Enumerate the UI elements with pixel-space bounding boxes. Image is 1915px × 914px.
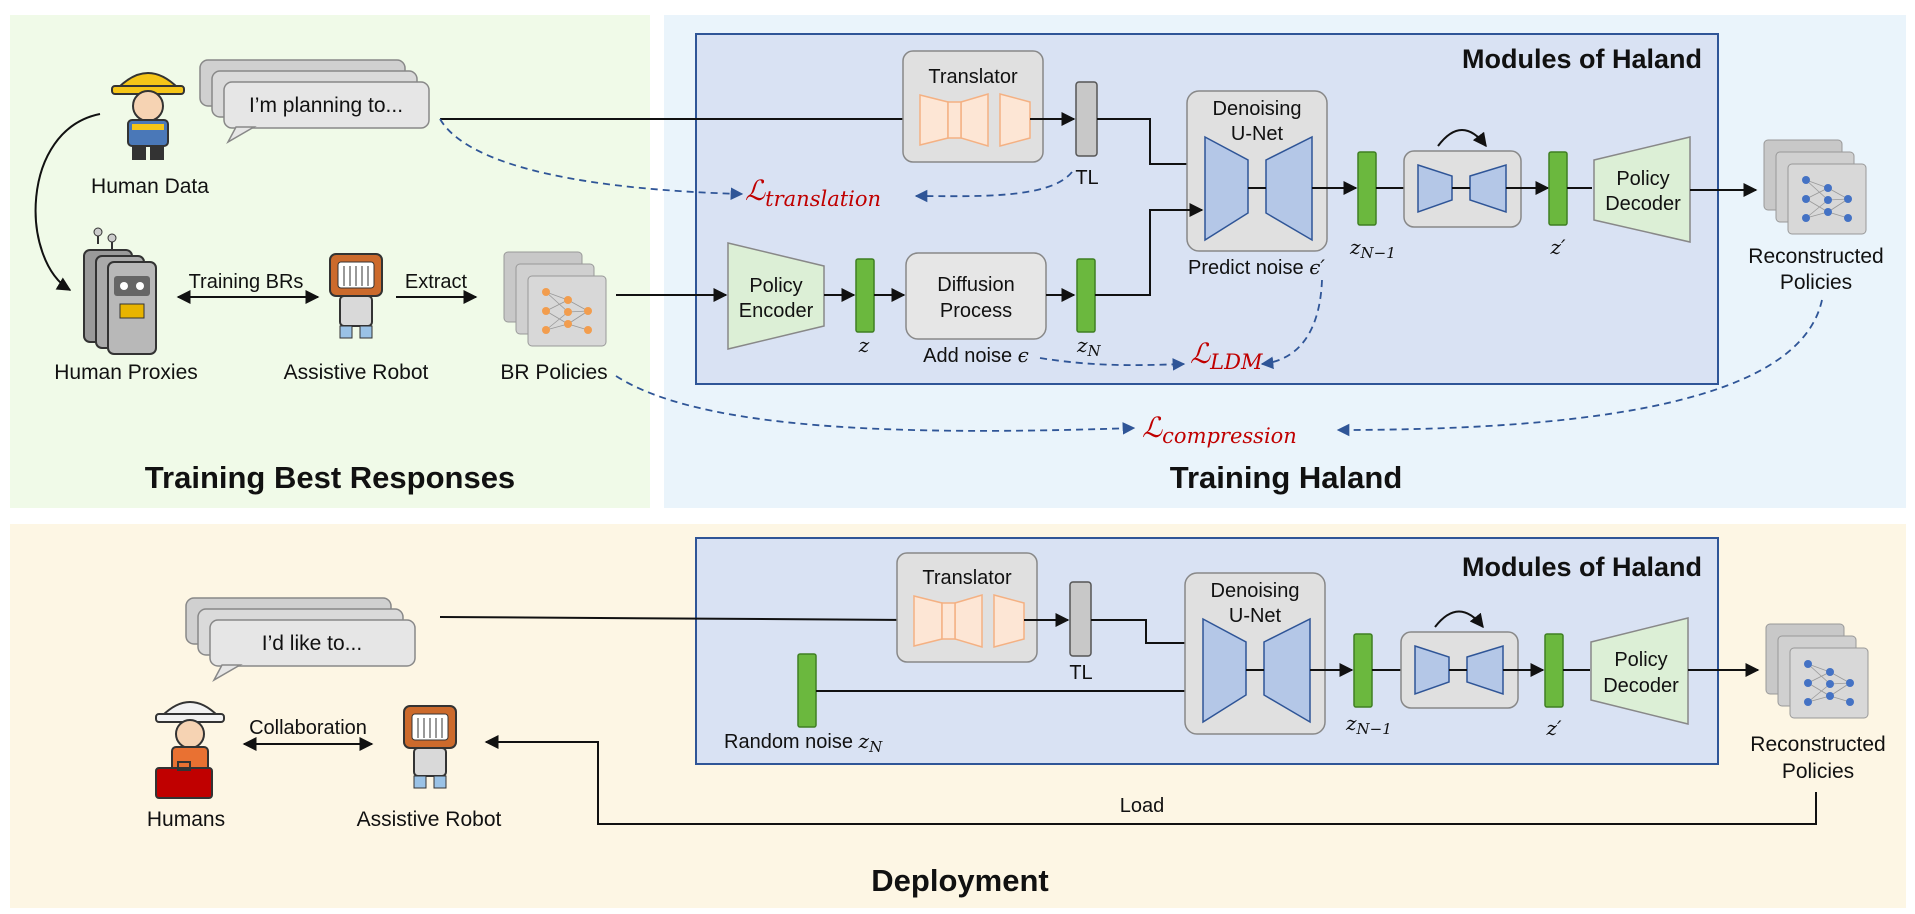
latent-random-noise [797, 653, 817, 728]
random-noise-label: Random noise zN [724, 729, 883, 756]
diffusion-label-2: Process [940, 300, 1012, 322]
reconstructed-policies-icon-top [1763, 139, 1867, 235]
zn1-label-bottom: zN−1 [1345, 711, 1392, 738]
tl-label-top: TL [1075, 167, 1098, 189]
reconstructed-label-bottom-1: Reconstructed [1750, 733, 1885, 756]
translator-label-top: Translator [928, 66, 1018, 88]
diffusion-process-box [905, 252, 1047, 340]
reconstructed-label-top-2: Policies [1780, 271, 1852, 294]
dash-predict-to-ldm [1260, 279, 1323, 370]
zprime-label-bottom: z′ [1545, 716, 1562, 740]
tl-bar-bottom [1069, 581, 1092, 657]
policy-encoder [727, 242, 825, 350]
assistive-robot-label: Assistive Robot [284, 361, 429, 384]
translator-shape-bottom [913, 593, 1025, 649]
modules-title-top: Modules of Haland [1462, 44, 1702, 74]
reconstructed-label-top-1: Reconstructed [1748, 245, 1883, 268]
unet-label-bottom-2: U-Net [1229, 605, 1282, 627]
humans-label: Humans [147, 808, 225, 831]
loss-compression: ℒcompression [1142, 411, 1297, 448]
assistive-robot-label-bottom: Assistive Robot [357, 808, 502, 831]
unet-shape-bottom [1202, 617, 1311, 724]
speech-bubble-bottom [185, 597, 416, 682]
policy-encoder-label-1: Policy [749, 275, 802, 297]
br-policies-icon [503, 251, 607, 347]
dash-tl-to-translation [914, 171, 1073, 203]
human-proxies-label: Human Proxies [54, 361, 198, 384]
assistive-robot-icon-bottom [403, 705, 457, 789]
modules-title-bottom: Modules of Haland [1462, 552, 1702, 582]
latent-zprime-top [1548, 151, 1568, 226]
policy-decoder-label-bottom-1: Policy [1614, 649, 1667, 671]
loss-ldm: ℒLDM [1190, 337, 1263, 374]
training-br-title: Training Best Responses [145, 460, 515, 495]
latent-zprime-bottom [1544, 633, 1564, 708]
translator-shape-top [919, 92, 1031, 148]
speech-text-top: I’m planning to... [249, 94, 403, 117]
tl-to-unet-line [1097, 118, 1204, 171]
dash-addnoise-to-ldm [1039, 357, 1186, 371]
humans-icon [155, 701, 225, 799]
policy-encoder-label-2: Encoder [739, 300, 814, 322]
assistive-robot-icon [329, 253, 383, 339]
reconstructed-label-bottom-2: Policies [1782, 760, 1854, 783]
dash-speech-to-translation [439, 118, 744, 200]
zn-to-unet-line [1095, 203, 1204, 296]
dash-recon-to-compression [1336, 299, 1823, 437]
unet-label-top-2: U-Net [1231, 123, 1284, 145]
zprime-label-top: z′ [1549, 235, 1566, 259]
zn-label: zN [1076, 333, 1102, 360]
small-unet-shape-bottom [1414, 610, 1504, 696]
policy-decoder-top [1593, 136, 1691, 243]
policy-decoder-label-top-1: Policy [1616, 168, 1669, 190]
add-noise-label: Add noise ϵ [923, 343, 1029, 367]
z-label: z [858, 333, 870, 357]
load-arrow [484, 735, 1817, 825]
small-unet-shape-top [1417, 129, 1507, 214]
zn1-label-top: zN−1 [1349, 235, 1396, 262]
translator-label-bottom: Translator [922, 567, 1012, 589]
unet-shape-top [1204, 135, 1313, 242]
speech-text-bottom: I’d like to... [262, 632, 362, 655]
policy-decoder-label-bottom-2: Decoder [1603, 675, 1679, 697]
human-proxies-icon [83, 227, 157, 355]
policy-decoder-bottom [1590, 617, 1689, 725]
loss-translation: ℒtranslation [745, 174, 881, 211]
latent-z [855, 258, 875, 333]
human-data-label: Human Data [91, 175, 209, 198]
reconstructed-policies-icon-bottom [1765, 623, 1869, 719]
extract-label: Extract [405, 271, 468, 293]
tl-label-bottom: TL [1069, 662, 1092, 684]
speech-bubble-top [199, 59, 430, 144]
latent-zn1-top [1357, 151, 1377, 226]
worker-icon [111, 72, 185, 160]
predict-noise-label: Predict noise ϵ′ [1188, 255, 1325, 279]
policy-decoder-label-top-2: Decoder [1605, 193, 1681, 215]
unet-label-bottom-1: Denoising [1211, 580, 1300, 602]
latent-zn [1076, 258, 1096, 333]
human-to-proxies-arrow [34, 113, 101, 291]
load-label: Load [1120, 795, 1165, 817]
latent-zn1-bottom [1353, 633, 1373, 708]
dash-br-to-compression [615, 375, 1136, 435]
collaboration-label: Collaboration [249, 717, 367, 739]
deployment-title: Deployment [871, 863, 1048, 898]
training-haland-title: Training Haland [1170, 460, 1403, 495]
diffusion-label-1: Diffusion [937, 274, 1014, 296]
br-policies-label: BR Policies [500, 361, 607, 384]
tl-bar-top [1075, 81, 1098, 157]
training-brs-label: Training BRs [189, 271, 304, 293]
unet-label-top-1: Denoising [1213, 98, 1302, 120]
